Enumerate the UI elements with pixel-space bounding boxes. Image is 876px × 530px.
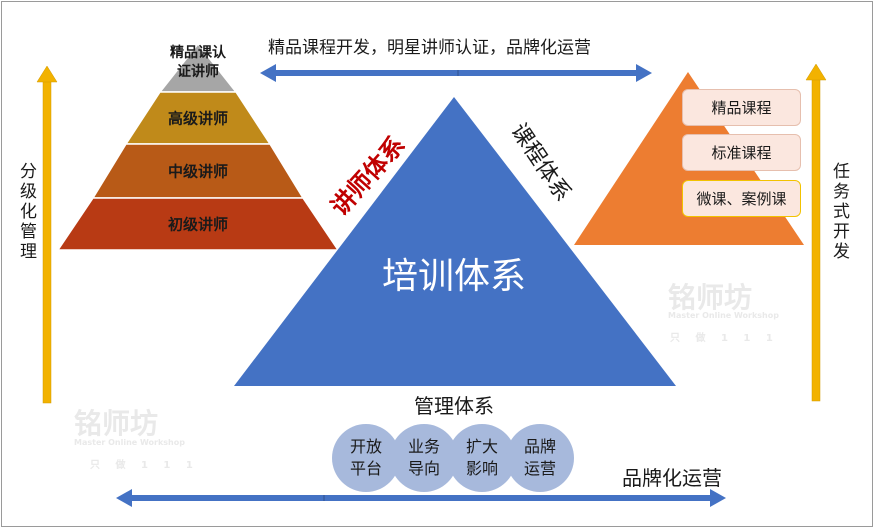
management-item-line-1: 扩大 <box>465 437 498 456</box>
management-item-expand-influence: 扩大 影响 <box>448 424 516 492</box>
management-item-line-1: 开放 <box>349 437 382 456</box>
course-item-premium: 精品课程 <box>682 89 801 126</box>
pyramid-top-label: 精品课认 证讲师 <box>170 44 226 82</box>
management-item-line-1: 品牌 <box>523 437 556 456</box>
management-item-line-2: 导向 <box>407 459 440 478</box>
tier-label-junior: 初级讲师 <box>167 215 229 234</box>
management-item-brand-operation: 品牌 运营 <box>506 424 574 492</box>
right-side-label: 任务式开发 <box>829 162 849 262</box>
pyramid-top-line-2: 证讲师 <box>177 64 219 80</box>
management-item-line-1: 业务 <box>407 437 440 456</box>
bottom-double-arrow <box>116 489 726 507</box>
top-double-arrow <box>260 64 652 82</box>
central-triangle <box>234 97 676 386</box>
pyramid-top-line-1: 精品课认 <box>170 45 226 61</box>
instructor-pyramid <box>56 42 340 251</box>
tier-label-middle: 中级讲师 <box>167 162 229 181</box>
left-vertical-arrow <box>36 65 58 404</box>
central-title: 培训体系 <box>381 256 527 297</box>
right-vertical-arrow <box>805 63 827 402</box>
left-side-label: 分级化管理 <box>16 162 36 262</box>
course-item-standard: 标准课程 <box>682 134 801 171</box>
tier-label-senior: 高级讲师 <box>167 109 229 128</box>
management-item-line-2: 运营 <box>523 459 556 478</box>
management-item-business-oriented: 业务 导向 <box>390 424 458 492</box>
management-item-line-2: 平台 <box>349 459 382 478</box>
top-banner-text: 精品课程开发，明星讲师认证，品牌化运营 <box>268 38 591 58</box>
management-item-open-platform: 开放 平台 <box>332 424 400 492</box>
course-item-micro: 微课、案例课 <box>682 180 801 217</box>
management-item-line-2: 影响 <box>465 459 498 478</box>
management-label: 管理体系 <box>414 394 494 418</box>
brand-label: 品牌化运营 <box>622 466 722 490</box>
